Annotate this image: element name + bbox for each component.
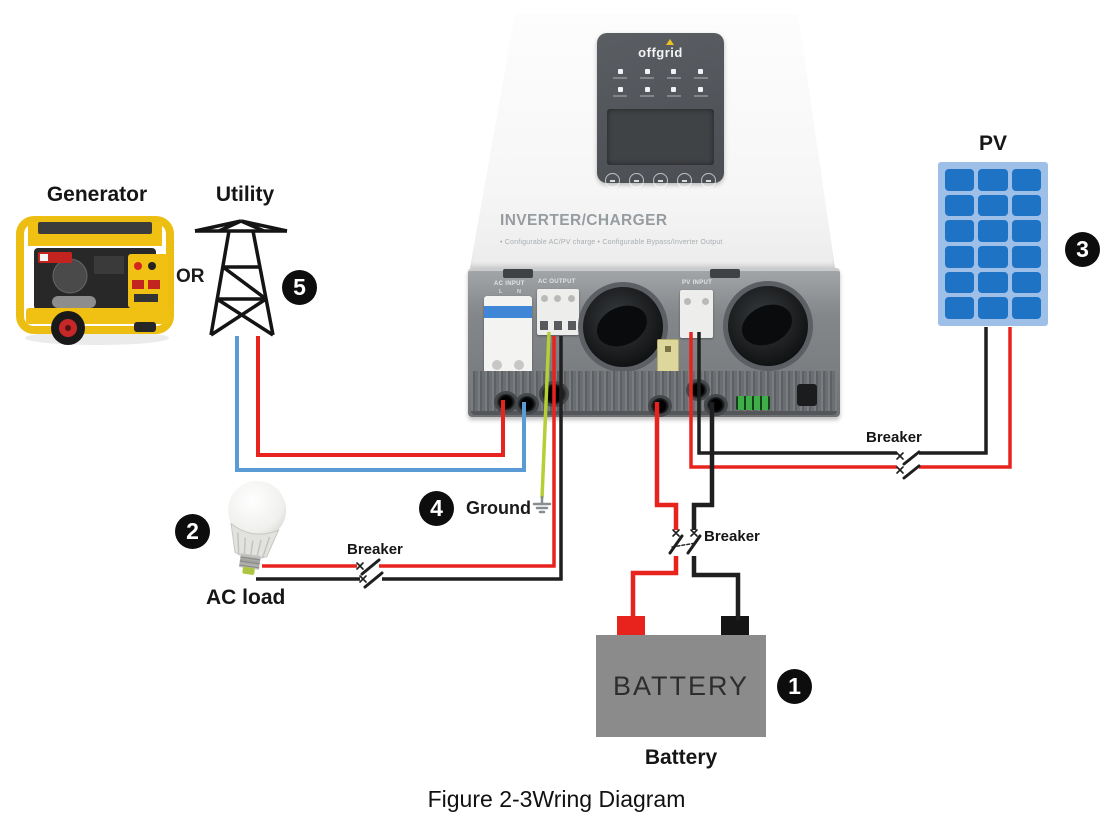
wire-battery-positive	[630, 556, 679, 620]
generator-illustration	[16, 216, 174, 345]
ground-label: Ground	[466, 498, 531, 518]
inverter-control-panel: offgrid	[597, 33, 724, 188]
generator-label: Generator	[46, 183, 148, 206]
badge-battery: 1	[777, 669, 812, 704]
badge-ac-load: 2	[175, 514, 210, 549]
breaker-symbol-battery	[668, 529, 702, 555]
battery-box: BATTERY	[596, 635, 766, 737]
comm-terminal-green	[736, 396, 770, 410]
ground-symbol	[532, 495, 552, 514]
badge-ground: 4	[419, 491, 454, 526]
inverter-subtitle: • Configurable AC/PV charge • Configurab…	[500, 239, 723, 246]
figure-caption: Figure 2-3Wring Diagram	[427, 786, 686, 812]
ac-input-pin-n: N	[517, 289, 521, 295]
breaker-symbol-ac-load	[356, 558, 384, 589]
breaker-label-ac-load: Breaker	[347, 541, 403, 558]
panel-button-icon[interactable]	[701, 173, 716, 188]
fuse-component	[657, 339, 679, 379]
panel-button-icon[interactable]	[677, 173, 692, 188]
ac-output-terminal[interactable]	[537, 289, 579, 335]
wire-battery-positive	[654, 402, 679, 530]
generator-frame	[16, 216, 174, 334]
ac-input-breaker-device[interactable]	[484, 296, 532, 378]
breaker-symbol-pv	[896, 450, 921, 480]
status-led-grid	[607, 69, 714, 97]
breaker-label-pv: Breaker	[866, 429, 922, 446]
light-bulb	[228, 480, 287, 575]
cooling-fan-right	[723, 281, 813, 371]
grommet-battery-negative	[704, 394, 728, 416]
pv-label: PV	[978, 132, 1007, 155]
inverter-title: INVERTER/CHARGER	[500, 212, 668, 229]
panel-button-icon[interactable]	[605, 173, 620, 188]
pv-input-terminal[interactable]	[680, 290, 713, 338]
brand-logo: offgrid	[638, 45, 683, 60]
battery-negative-terminal	[721, 616, 749, 636]
wire-pv-negative	[919, 327, 988, 455]
battery-box-text: BATTERY	[612, 670, 750, 701]
lcd-screen	[607, 109, 714, 165]
power-switch[interactable]	[797, 384, 817, 406]
wire-battery-negative	[691, 402, 715, 530]
badge-utility: 5	[282, 270, 317, 305]
grommet-ac-in-neutral	[515, 393, 539, 415]
wire-utility-live	[256, 336, 505, 457]
ac-load-label: AC load	[206, 586, 286, 609]
panel-button-icon[interactable]	[629, 173, 644, 188]
grommet-battery-positive	[648, 395, 672, 417]
wire-pv-positive	[919, 327, 1012, 469]
battery-caption: Battery	[644, 746, 718, 769]
panel-button-icon[interactable]	[653, 173, 668, 188]
battery-positive-terminal	[617, 616, 645, 636]
ac-output-label: AC OUTPUT	[538, 279, 576, 285]
brand-accent-icon	[666, 39, 674, 45]
chassis-tab	[710, 269, 740, 278]
touch-buttons	[605, 173, 716, 188]
pv-input-label: PV INPUT	[682, 280, 713, 286]
ac-input-label: AC INPUT	[494, 281, 525, 287]
chassis-tab	[503, 269, 533, 278]
breaker-label-battery: Breaker	[704, 528, 760, 545]
badge-pv: 3	[1065, 232, 1100, 267]
cooling-fan-left	[578, 282, 668, 372]
or-label: OR	[176, 266, 205, 287]
wire-battery-negative	[691, 556, 741, 620]
ac-input-pin-l: L	[499, 289, 503, 295]
pv-panel	[938, 162, 1048, 326]
utility-tower-icon	[194, 219, 288, 337]
utility-label: Utility	[215, 183, 275, 206]
grommet-ac-out	[539, 381, 569, 407]
